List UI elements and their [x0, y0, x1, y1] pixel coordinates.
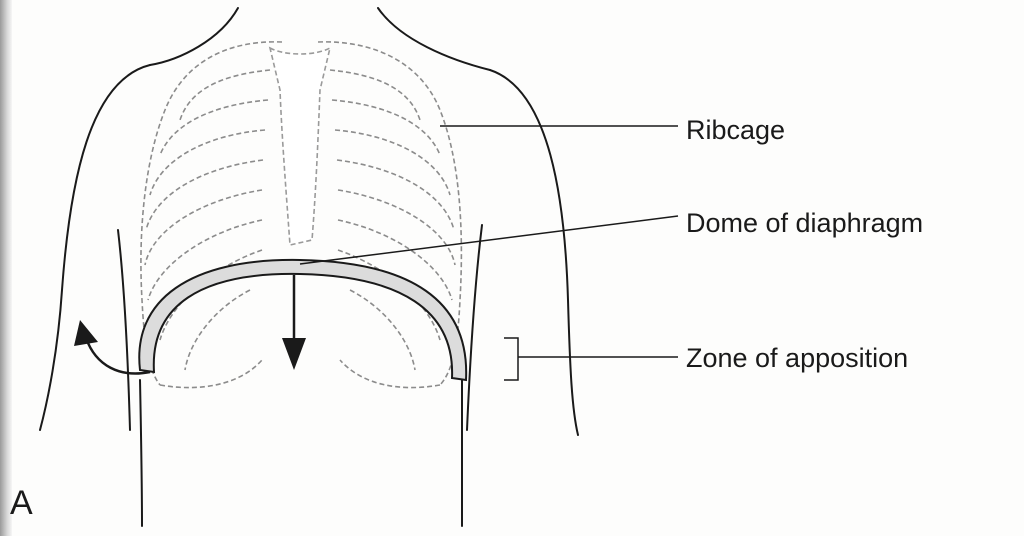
- lower-costal-left: [160, 360, 262, 388]
- rib-right-5: [338, 190, 455, 265]
- rib-left-5: [145, 190, 262, 265]
- rib-right-1: [330, 70, 420, 120]
- dome-leader: [300, 216, 678, 264]
- right-shoulder-line: [490, 70, 578, 435]
- panel-letter: A: [10, 486, 33, 520]
- descent-arrowhead: [282, 338, 306, 370]
- zone-bracket: [504, 338, 518, 380]
- zone-label: Zone of apposition: [686, 345, 908, 372]
- rib-left-1: [180, 70, 270, 120]
- descent-arrow: [282, 275, 306, 370]
- lower-costal-right: [340, 360, 440, 388]
- left-side-line: [140, 380, 142, 526]
- rib-left-2: [160, 100, 268, 155]
- dome-label: Dome of diaphragm: [686, 210, 923, 237]
- left-shoulder-line: [40, 65, 150, 430]
- neck-right-line: [378, 8, 490, 70]
- right-flank-line: [467, 225, 482, 430]
- rib-right-8: [350, 290, 415, 370]
- rib-left-3: [150, 130, 265, 195]
- diaphragm-dome: [139, 260, 466, 380]
- rib-left-4: [146, 160, 263, 230]
- sternum: [270, 48, 330, 245]
- expansion-arrowhead: [74, 320, 98, 346]
- left-flank-line: [118, 230, 130, 430]
- ribcage-label: Ribcage: [686, 117, 785, 144]
- rib-right-4: [337, 160, 454, 230]
- rib-right-2: [332, 100, 440, 155]
- rib-right-3: [335, 130, 450, 195]
- neck-left-line: [150, 8, 238, 65]
- leader-lines: [300, 126, 678, 380]
- rib-left-8: [185, 290, 250, 370]
